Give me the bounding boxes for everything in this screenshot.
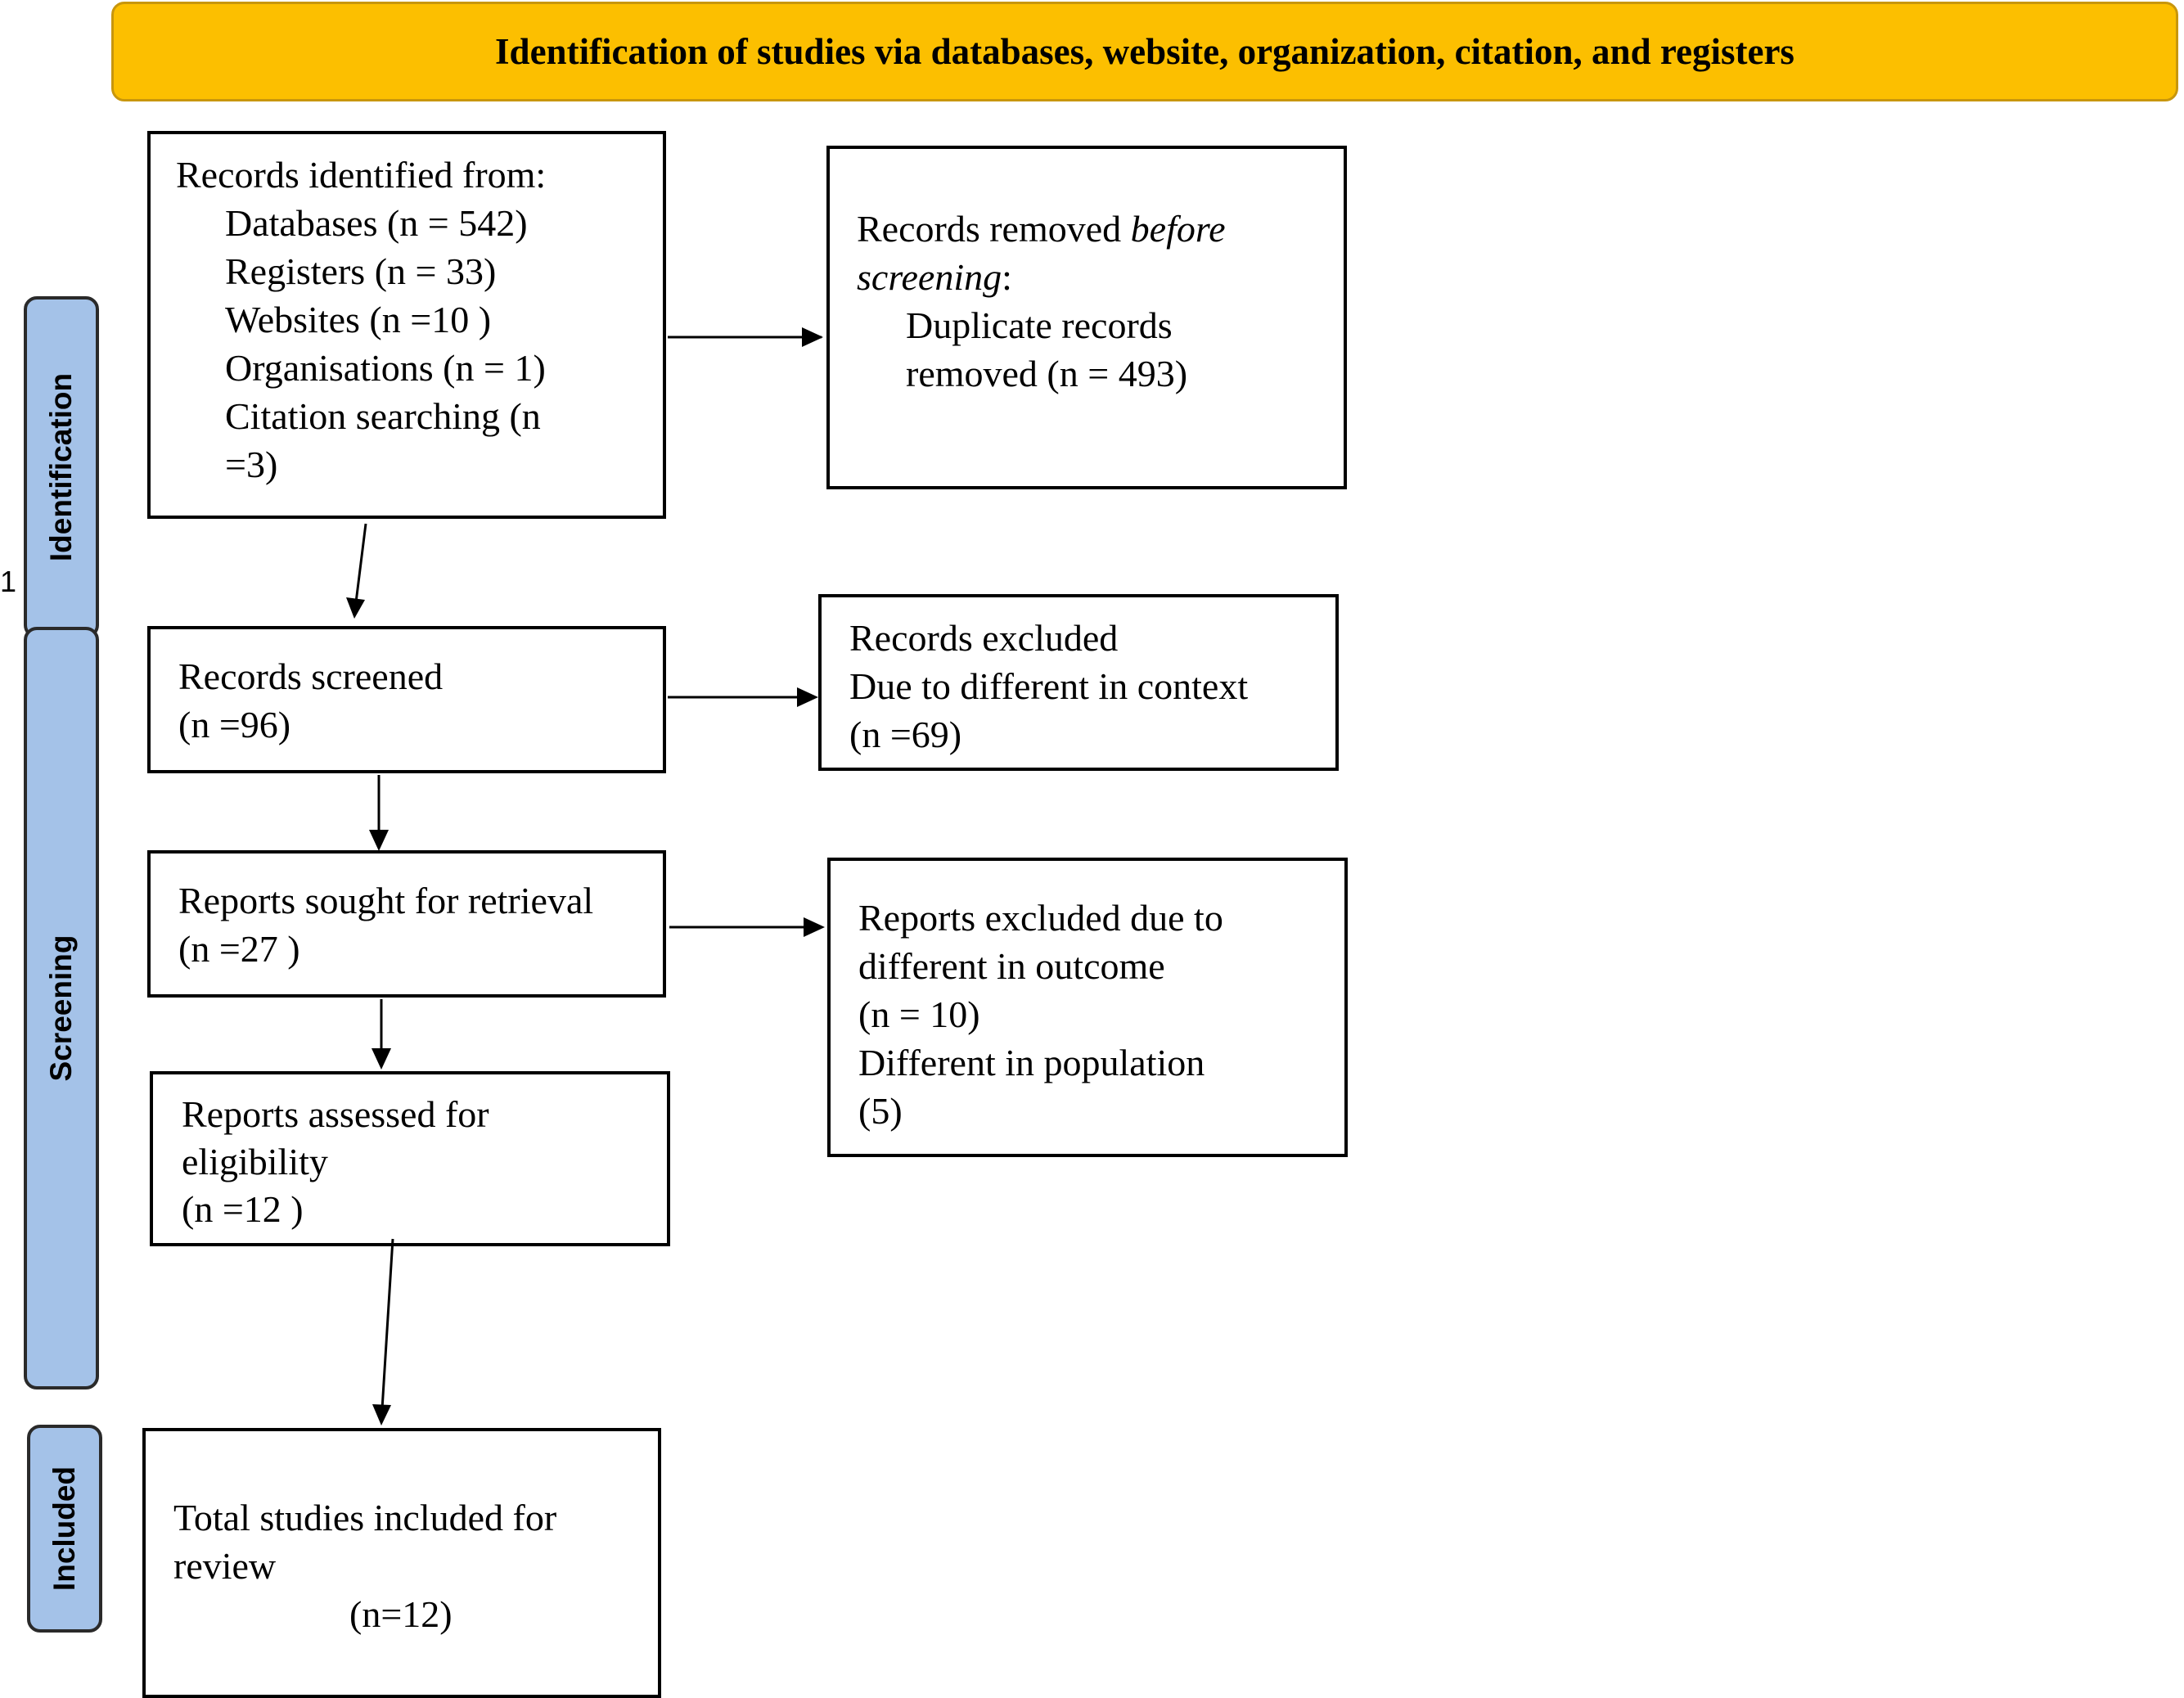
records-removed-line3: Duplicate records bbox=[906, 304, 1173, 346]
records-identified-citation-count: =3) bbox=[225, 444, 278, 485]
reports-sought-line1: Reports sought for retrieval bbox=[178, 880, 594, 921]
reports-sought-line2: (n =27 ) bbox=[178, 928, 300, 970]
records-removed-before: before bbox=[1130, 208, 1226, 250]
arrowhead-assessed bbox=[372, 1048, 391, 1070]
records-screened-line1: Records screened bbox=[178, 655, 444, 697]
arrowhead-sought bbox=[369, 830, 389, 851]
arrowhead-excluded bbox=[797, 687, 818, 707]
total-included-line1: Total studies included for bbox=[173, 1497, 557, 1538]
records-removed-screening: screening bbox=[857, 256, 1002, 298]
reports-excluded-line5: (5) bbox=[858, 1090, 903, 1132]
records-excluded-line3: (n =69) bbox=[849, 714, 962, 755]
arrowhead-screened bbox=[346, 597, 365, 619]
records-removed-colon: : bbox=[1002, 256, 1012, 298]
reports-assessed-line2: eligibility bbox=[182, 1141, 328, 1182]
arrow-assessed-to-included bbox=[380, 1238, 394, 1423]
reports-assessed-line3: (n =12 ) bbox=[182, 1188, 304, 1230]
phase-included: Included bbox=[27, 1425, 102, 1633]
arrowhead-reports-excluded bbox=[804, 917, 825, 937]
records-identified-registers: Registers (n = 33) bbox=[225, 250, 497, 292]
reports-excluded-line4: Different in population bbox=[858, 1042, 1205, 1083]
reports-assessed-line1: Reports assessed for bbox=[182, 1093, 489, 1135]
box-records-identified: Records identified from: Databases (n = … bbox=[147, 131, 666, 519]
total-included-line2: review bbox=[173, 1545, 277, 1587]
stray-mark: 1 bbox=[0, 565, 17, 598]
box-reports-sought: Reports sought for retrieval (n =27 ) bbox=[147, 850, 666, 998]
box-records-screened: Records screened (n =96) bbox=[147, 626, 666, 773]
records-identified-databases: Databases (n = 542) bbox=[225, 202, 528, 244]
records-identified-organisations: Organisations (n = 1) bbox=[225, 347, 546, 389]
records-removed-line2: screening: bbox=[857, 253, 1344, 301]
reports-excluded-line1: Reports excluded due to bbox=[858, 897, 1223, 939]
arrowhead-removed bbox=[802, 327, 823, 347]
box-records-excluded: Records excluded Due to different in con… bbox=[818, 594, 1339, 771]
reports-excluded-line2: different in outcome bbox=[858, 945, 1165, 987]
header-title: Identification of studies via databases,… bbox=[495, 31, 1794, 72]
records-identified-websites: Websites (n =10 ) bbox=[225, 299, 492, 340]
total-included-count: (n=12) bbox=[349, 1593, 453, 1635]
box-total-included: Total studies included for review (n=12) bbox=[142, 1428, 661, 1698]
header-banner: Identification of studies via databases,… bbox=[111, 2, 2178, 101]
records-excluded-line1: Records excluded bbox=[849, 617, 1119, 659]
records-removed-line1: Records removed before bbox=[857, 205, 1344, 253]
records-identified-citation: Citation searching (n bbox=[225, 395, 541, 437]
records-screened-line2: (n =96) bbox=[178, 704, 291, 745]
reports-excluded-line3: (n = 10) bbox=[858, 993, 980, 1035]
box-reports-excluded: Reports excluded due to different in out… bbox=[827, 858, 1348, 1157]
records-excluded-line2: Due to different in context bbox=[849, 665, 1249, 707]
phase-screening: Screening bbox=[24, 627, 99, 1389]
records-removed-line4: removed (n = 493) bbox=[906, 353, 1188, 394]
box-records-removed: Records removed before screening: Duplic… bbox=[826, 146, 1347, 489]
records-identified-heading: Records identified from: bbox=[176, 154, 547, 196]
phase-identification: Identification bbox=[24, 296, 99, 638]
records-removed-prefix: Records removed bbox=[857, 208, 1131, 250]
box-reports-assessed: Reports assessed for eligibility (n =12 … bbox=[150, 1071, 670, 1246]
arrowhead-included bbox=[372, 1404, 391, 1426]
